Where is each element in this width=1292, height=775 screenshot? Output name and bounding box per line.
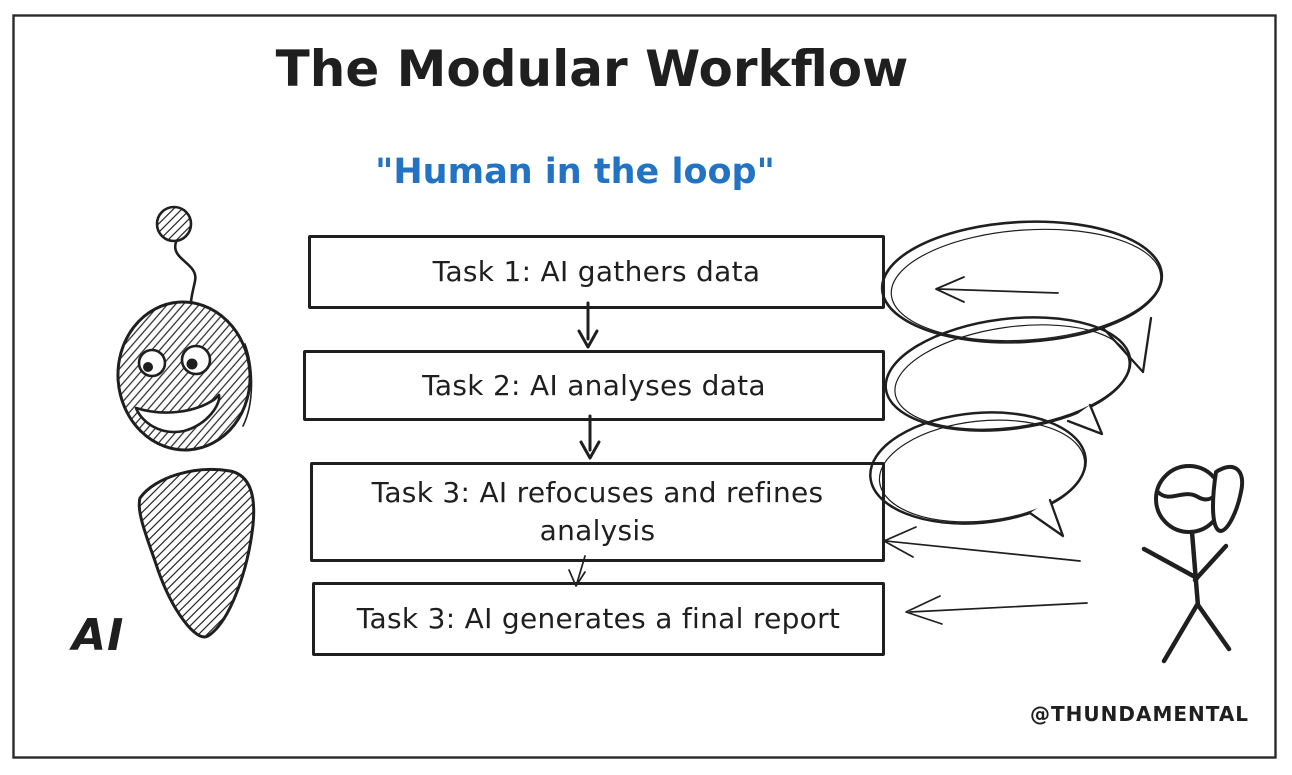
speech-bubble-3-tail <box>1028 498 1065 538</box>
speech-bubble-1-sketch <box>890 228 1162 342</box>
human-arm-right <box>1192 543 1229 583</box>
task-box-3: Task 3: AI refocuses and refines analysi… <box>310 462 885 562</box>
robot-body <box>137 467 256 639</box>
human-ponytail <box>1211 464 1245 533</box>
ai-robot-icon <box>116 205 256 639</box>
human-arm-left <box>1141 546 1200 581</box>
robot-eye-right <box>180 344 212 376</box>
human-leg-left <box>1161 602 1200 664</box>
speech-bubbles-icon <box>869 220 1164 538</box>
speech-bubble-1-tail <box>1102 316 1153 374</box>
feedback-arrows <box>883 526 1088 625</box>
robot-head-sketch-line <box>242 343 253 427</box>
frame-border <box>12 14 1277 759</box>
task-box-1: Task 1: AI gathers data <box>308 235 885 309</box>
speech-bubble-2-sketch <box>894 324 1130 430</box>
task-box-2-label: Task 2: AI analyses data <box>422 368 766 402</box>
speech-bubble-3-sketch <box>878 419 1086 523</box>
flow-arrow-2 <box>579 414 601 460</box>
speech-bubble-2-tail <box>1066 403 1104 436</box>
robot-pupil-right <box>186 358 198 370</box>
loop-arrow-icon <box>935 276 1059 303</box>
task-box-4: Task 3: AI generates a final report <box>312 582 885 656</box>
task-box-3-label: Task 3: AI refocuses and refines analysi… <box>371 476 824 547</box>
task-box-1-label: Task 1: AI gathers data <box>432 255 761 289</box>
flow-arrows <box>568 301 601 587</box>
speech-bubble-2 <box>884 316 1132 432</box>
diagram-title: The Modular Workflow <box>275 40 909 98</box>
signature-handle: @THUNDAMENTAL <box>1030 702 1250 726</box>
ai-label: AI <box>72 610 125 661</box>
flow-arrow-1 <box>577 301 599 349</box>
diagram-subtitle: "Human in the loop" <box>375 152 775 192</box>
human-body <box>1189 529 1201 609</box>
robot-antenna-stem <box>173 240 197 305</box>
robot-smile <box>134 393 221 434</box>
human-stick-figure-icon <box>1141 464 1245 664</box>
task-box-2: Task 2: AI analyses data <box>303 350 885 421</box>
speech-bubble-3 <box>869 411 1087 525</box>
robot-pupil-left <box>143 362 153 372</box>
robot-antenna-ball <box>155 205 193 243</box>
feedback-arrow-1 <box>883 526 1081 562</box>
task-box-4-label: Task 3: AI generates a final report <box>356 602 841 636</box>
robot-eye-left <box>137 348 167 378</box>
feedback-arrow-2 <box>905 595 1088 625</box>
human-leg-right <box>1195 602 1232 652</box>
